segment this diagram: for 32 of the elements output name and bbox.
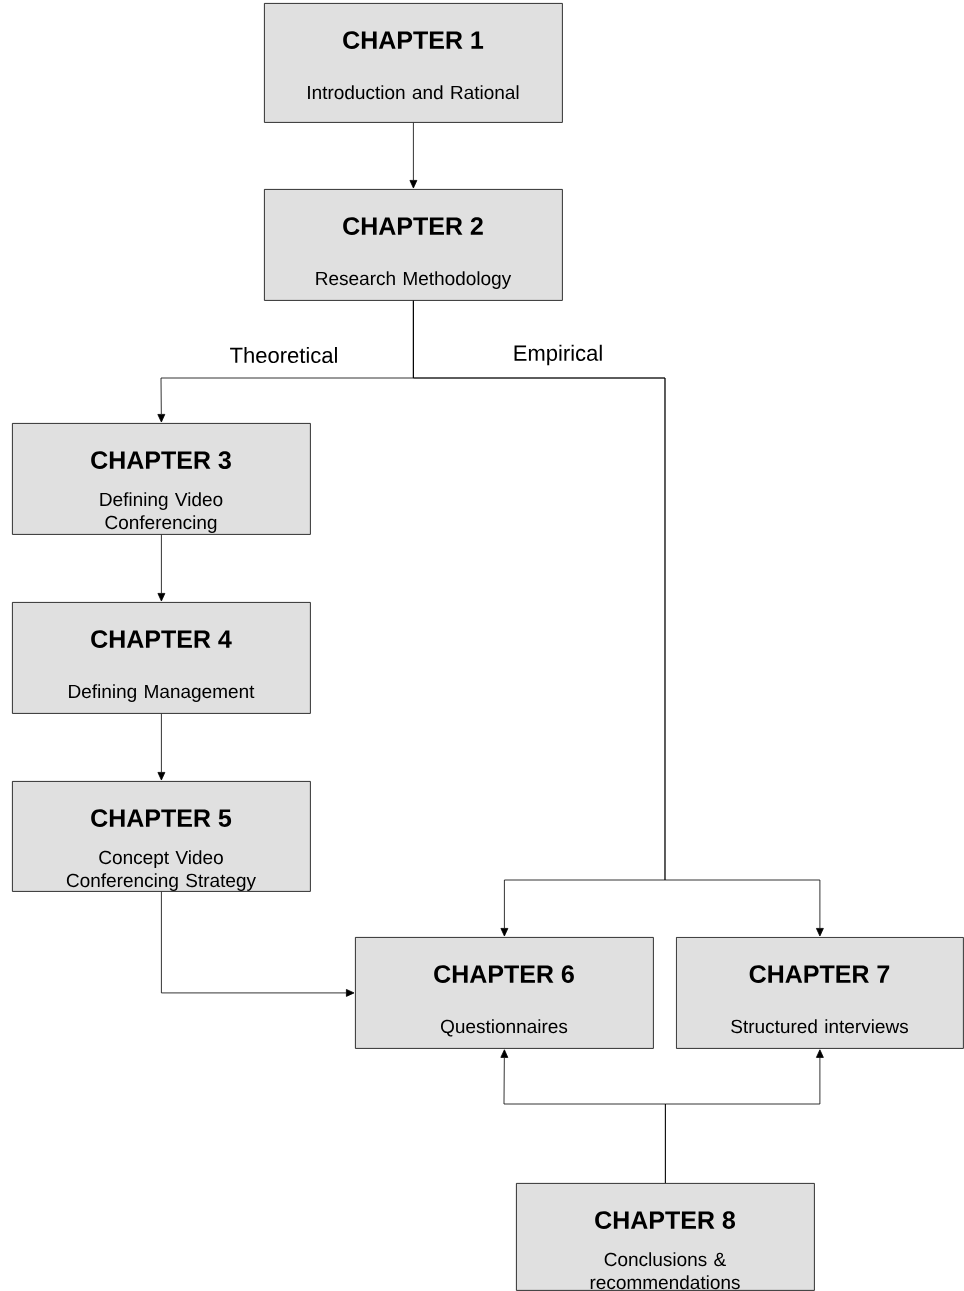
chapter-heading: CHAPTER 3	[91, 451, 231, 469]
chapter-box	[12, 781, 311, 892]
chapter-heading: CHAPTER 1	[343, 31, 484, 49]
arrow	[665, 1049, 824, 1184]
chapter-heading: CHAPTER 8	[595, 1211, 736, 1229]
chapter-box	[264, 3, 563, 123]
edge-label: Empirical	[514, 344, 602, 366]
arrow	[157, 534, 166, 602]
chapter-title: Questionnaires	[441, 1019, 568, 1037]
chapter-box	[12, 602, 311, 714]
chapter-box	[355, 937, 654, 1049]
chapter-box	[516, 1183, 815, 1291]
arrow	[409, 122, 418, 189]
chapter-title: Introduction and Rational	[308, 85, 519, 100]
chapter-box	[676, 937, 964, 1049]
arrow	[161, 891, 355, 997]
chapter-heading: CHAPTER 7	[749, 965, 890, 983]
arrow	[157, 713, 166, 781]
chapter-title: Conclusions & recommendations	[590, 1252, 740, 1290]
chapter-title: Defining Management	[69, 684, 255, 702]
edge-label: Theoretical	[230, 346, 337, 364]
chapter-box	[264, 189, 563, 301]
arrow	[413, 300, 824, 937]
chapter-heading: CHAPTER 2	[343, 217, 483, 235]
chapter-heading: CHAPTER 5	[91, 809, 232, 827]
chapter-title: Defining Video Conferencing	[100, 492, 223, 533]
chapter-title: Structured interviews	[731, 1019, 908, 1034]
chapter-title: Concept Video Conferencing Strategy	[66, 850, 256, 891]
chapter-title: Research Methodology	[316, 271, 512, 289]
chapter-box	[12, 423, 311, 535]
chapter-heading: CHAPTER 4	[91, 630, 232, 648]
chapter-heading: CHAPTER 6	[434, 965, 574, 983]
